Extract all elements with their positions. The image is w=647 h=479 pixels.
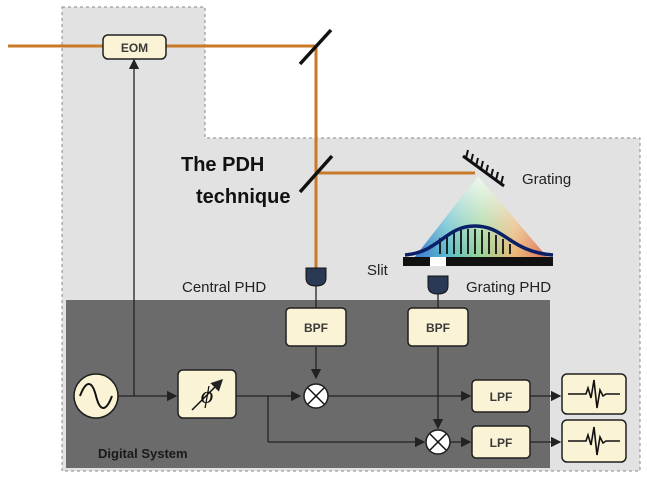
slit-icon	[403, 224, 554, 266]
central-phd-icon	[305, 267, 327, 287]
error-signal-top-icon	[561, 373, 627, 415]
lpf-bottom-box: LPF	[471, 425, 531, 459]
laser-beam	[8, 44, 475, 268]
slit-label: Slit	[367, 262, 389, 279]
grating-label: Grating	[522, 171, 571, 188]
mixer-top-icon	[303, 383, 329, 409]
eom-label: EOM	[121, 41, 148, 55]
error-signal-bottom-icon	[561, 419, 627, 463]
mirror-beamsplitter	[298, 154, 334, 194]
lpf-top-box: LPF	[471, 379, 531, 413]
bpf-grating-label: BPF	[426, 321, 450, 335]
title-line-1: The PDH	[181, 154, 264, 176]
eom-box: EOM	[102, 34, 167, 60]
mixer-bottom-icon	[425, 429, 451, 455]
grating-phd-label: Grating PHD	[466, 279, 551, 296]
central-phd-label: Central PHD	[182, 279, 266, 296]
signal-wires	[118, 58, 562, 448]
oscillator-icon	[73, 373, 119, 419]
phase-shifter-box: ϕ	[177, 369, 237, 419]
digital-system-label: Digital System	[98, 446, 188, 461]
mirror-top	[298, 28, 333, 66]
grating-icon	[462, 149, 505, 188]
lpf-bottom-label: LPF	[490, 436, 513, 450]
title-line-2: technique	[196, 186, 290, 208]
bpf-central-label: BPF	[304, 321, 328, 335]
grating-phd-icon	[427, 275, 449, 295]
bpf-central-box: BPF	[285, 307, 347, 347]
lpf-top-label: LPF	[490, 390, 513, 404]
bpf-grating-box: BPF	[407, 307, 469, 347]
